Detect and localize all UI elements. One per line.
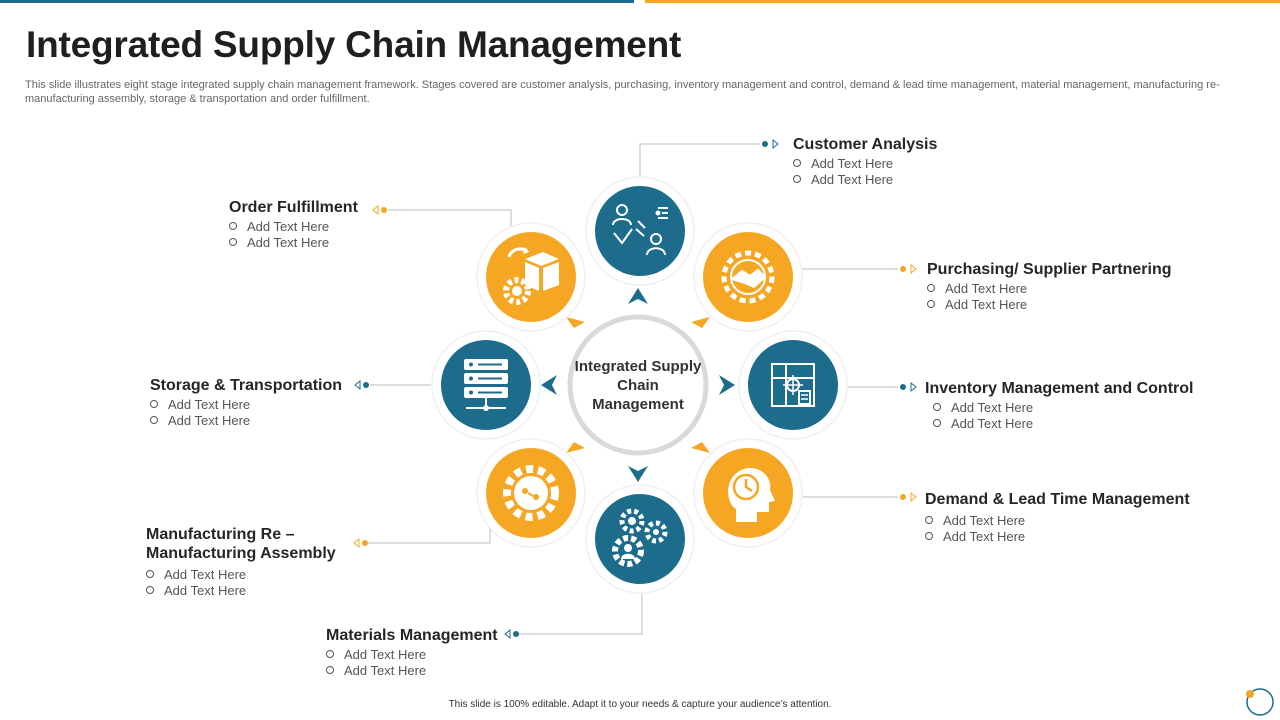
customer-analysis-icon [612, 204, 668, 256]
direction-arrows [541, 288, 735, 482]
stage-items: Add Text Here Add Text Here [927, 281, 1172, 313]
list-item: Add Text Here [793, 156, 937, 172]
stage-inventory-node [738, 330, 848, 440]
server-icon [464, 359, 508, 411]
slide-subtitle: This slide illustrates eight stage integ… [25, 79, 1220, 105]
head-clock-icon [728, 467, 775, 522]
stage-items: Add Text Here Add Text Here [229, 219, 358, 251]
marker-materials [504, 628, 519, 640]
stage-items: Add Text Here Add Text Here [150, 397, 342, 429]
list-item: Add Text Here [933, 400, 1193, 416]
package-gear-icon [503, 247, 559, 305]
list-item: Add Text Here [229, 219, 358, 235]
arrow-up-left-icon [566, 317, 585, 328]
slide-title: Integrated Supply Chain Management [26, 24, 682, 65]
stage-demand-node [693, 438, 803, 548]
footer-note: This slide is 100% editable. Adapt it to… [448, 699, 832, 710]
arrow-up-icon [628, 288, 648, 304]
top-accent-bar-orange [645, 0, 1280, 3]
list-item: Add Text Here [146, 583, 336, 599]
stage-title: Manufacturing Re – [146, 526, 295, 543]
stage-title: Customer Analysis [793, 136, 938, 153]
connector-markers [353, 138, 917, 640]
top-accent-bar-blue [0, 0, 634, 3]
stage-purchasing: Purchasing/ Supplier Partnering Add Text… [927, 260, 1172, 313]
stage-storage-node [431, 330, 541, 440]
arrow-down-left-icon [566, 442, 585, 453]
stage-title: Demand & Lead Time Management [925, 491, 1190, 508]
arrow-left-icon [541, 375, 557, 395]
stage-title: Storage & Transportation [150, 377, 343, 394]
stage-inventory: Inventory Management and Control Add Tex… [925, 379, 1193, 432]
hub-label: Integrated Supply Chain Management [574, 357, 702, 413]
gear-cycle-icon [503, 465, 559, 521]
stage-manufacturing: Manufacturing Re – Manufacturing Assembl… [146, 525, 336, 599]
stage-order-fulfillment-node [476, 222, 586, 332]
stage-items: Add Text Here Add Text Here [326, 647, 498, 679]
list-item: Add Text Here [229, 235, 358, 251]
stage-storage: Storage & Transportation Add Text Here A… [150, 376, 342, 429]
stage-items: Add Text Here Add Text Here [793, 156, 937, 188]
center-ring [567, 314, 709, 456]
stage-title: Materials Management [326, 627, 498, 644]
stage-purchasing-node [693, 222, 803, 332]
list-item: Add Text Here [925, 529, 1190, 545]
list-item: Add Text Here [933, 416, 1193, 432]
connector-lines [368, 143, 898, 635]
connector-customer-analysis [639, 143, 760, 178]
marker-order-fulfillment [372, 204, 387, 216]
marker-demand [900, 491, 917, 503]
list-item: Add Text Here [326, 647, 498, 663]
marker-storage [354, 379, 369, 391]
handshake-gear-icon [721, 250, 775, 304]
marker-customer-analysis [762, 138, 779, 150]
stage-materials-node [585, 484, 695, 594]
list-item: Add Text Here [927, 297, 1172, 313]
list-item: Add Text Here [326, 663, 498, 679]
stage-title: Inventory Management and Control [925, 380, 1194, 397]
stage-customer-analysis: Customer Analysis Add Text Here Add Text… [793, 135, 937, 188]
list-item: Add Text Here [150, 413, 342, 429]
inventory-box-icon [771, 363, 815, 407]
arrow-down-icon [628, 466, 648, 482]
stage-customer-analysis-node [585, 176, 695, 286]
stage-manufacturing-node [476, 438, 586, 548]
stage-materials: Materials Management Add Text Here Add T… [326, 626, 498, 679]
stage-title: Purchasing/ Supplier Partnering [927, 261, 1172, 278]
stage-title: Order Fulfillment [229, 199, 358, 216]
stage-title-line2: Manufacturing Assembly [146, 545, 336, 562]
gears-person-icon [612, 508, 668, 567]
arrow-down-right-icon [691, 442, 710, 453]
arrow-right-icon [719, 375, 735, 395]
connector-materials [518, 590, 643, 635]
list-item: Add Text Here [925, 513, 1190, 529]
list-item: Add Text Here [150, 397, 342, 413]
corner-logo-icon [1246, 688, 1274, 716]
marker-purchasing [900, 263, 917, 275]
stage-order-fulfillment: Order Fulfillment Add Text Here Add Text… [229, 198, 358, 251]
connector-manufacturing [368, 525, 491, 544]
stage-items: Add Text Here Add Text Here [925, 513, 1190, 545]
list-item: Add Text Here [927, 281, 1172, 297]
marker-manufacturing [353, 537, 368, 549]
list-item: Add Text Here [793, 172, 937, 188]
stage-items: Add Text Here Add Text Here [146, 567, 336, 599]
list-item: Add Text Here [146, 567, 336, 583]
arrow-up-right-icon [691, 317, 710, 328]
connector-order-fulfillment [388, 209, 512, 230]
marker-inventory [900, 381, 917, 393]
stage-items: Add Text Here Add Text Here [933, 400, 1193, 432]
stage-demand: Demand & Lead Time Management Add Text H… [925, 490, 1190, 545]
